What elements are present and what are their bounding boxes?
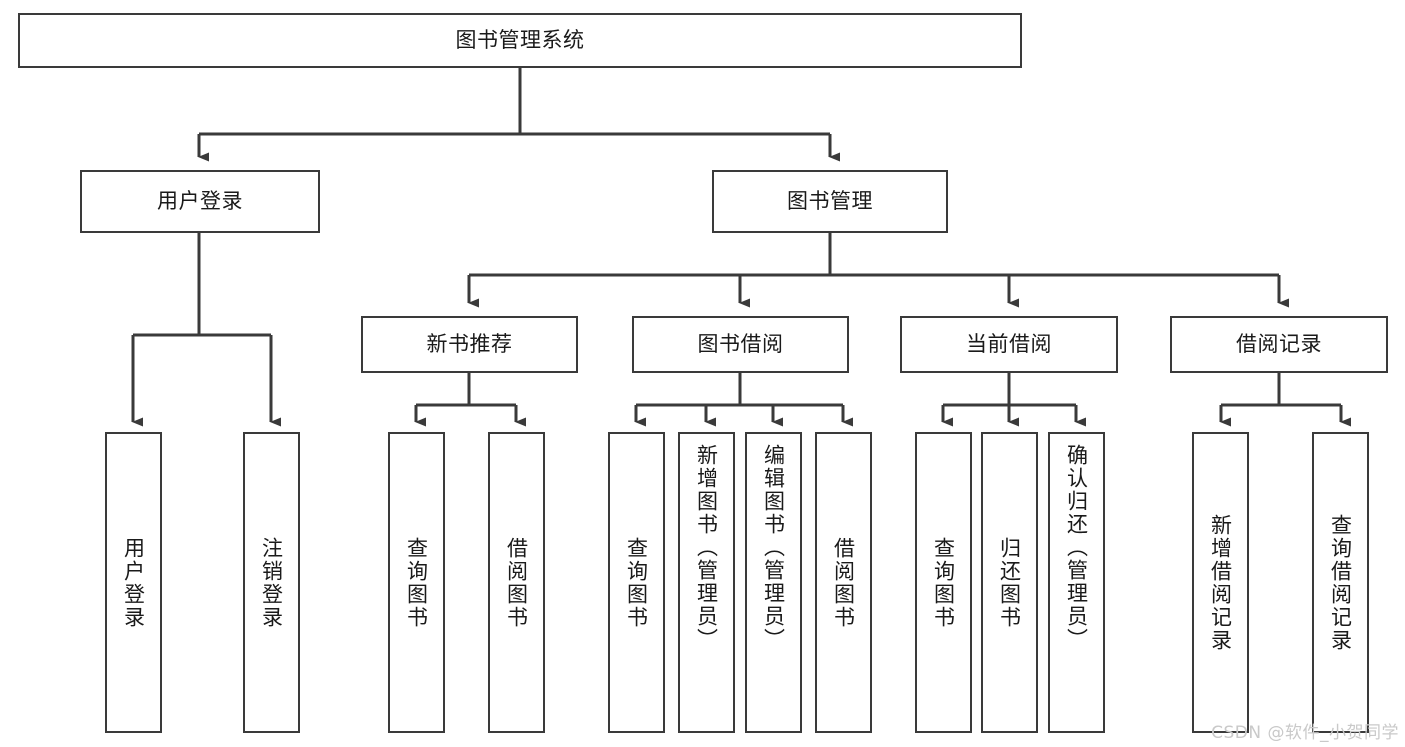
leaf-label: 查询图书 <box>931 536 956 629</box>
node-new-book-recommend-label: 新书推荐 <box>426 331 513 356</box>
leaf-label: 借阅图书 <box>831 536 856 629</box>
leaf-label: 查询图书 <box>624 536 649 629</box>
leaf-label: 借阅图书 <box>504 536 529 629</box>
leaf-current-borrow-confirm[interactable]: 确认归还（管理员） <box>1048 432 1105 733</box>
node-current-borrow[interactable]: 当前借阅 <box>900 316 1118 373</box>
leaf-borrow-record-add[interactable]: 新增借阅记录 <box>1192 432 1249 733</box>
node-book-borrow[interactable]: 图书借阅 <box>632 316 849 373</box>
node-root-label: 图书管理系统 <box>455 27 585 52</box>
node-book-manage-label: 图书管理 <box>787 188 873 213</box>
watermark: CSDN @软件_小贺同学 <box>1211 723 1399 743</box>
node-user-login-label: 用户登录 <box>157 188 243 213</box>
node-new-book-recommend[interactable]: 新书推荐 <box>361 316 578 373</box>
leaf-label: 注销登录 <box>259 536 284 629</box>
node-root[interactable]: 图书管理系统 <box>18 13 1022 68</box>
leaf-book-borrow-query[interactable]: 查询图书 <box>608 432 665 733</box>
leaf-book-borrow-borrow[interactable]: 借阅图书 <box>815 432 872 733</box>
leaf-book-borrow-add[interactable]: 新增图书（管理员） <box>678 432 735 733</box>
leaf-new-book-query[interactable]: 查询图书 <box>388 432 445 733</box>
leaf-label: 新增借阅记录 <box>1208 513 1233 652</box>
leaf-label: 编辑图书（管理员） <box>761 444 786 651</box>
leaf-user-login-login[interactable]: 用户登录 <box>105 432 162 733</box>
leaf-current-borrow-query[interactable]: 查询图书 <box>915 432 972 733</box>
node-borrow-record-label: 借阅记录 <box>1236 331 1322 356</box>
leaf-label: 确认归还（管理员） <box>1064 444 1089 651</box>
leaf-book-borrow-edit[interactable]: 编辑图书（管理员） <box>745 432 802 733</box>
leaf-label: 归还图书 <box>997 536 1022 629</box>
leaf-label: 查询借阅记录 <box>1328 513 1353 652</box>
node-current-borrow-label: 当前借阅 <box>966 331 1052 356</box>
node-borrow-record[interactable]: 借阅记录 <box>1170 316 1388 373</box>
leaf-user-login-logout[interactable]: 注销登录 <box>243 432 300 733</box>
leaf-label: 用户登录 <box>121 536 146 629</box>
leaf-label: 新增图书（管理员） <box>694 444 719 651</box>
leaf-current-borrow-return[interactable]: 归还图书 <box>981 432 1038 733</box>
node-user-login[interactable]: 用户登录 <box>80 170 320 233</box>
leaf-label: 查询图书 <box>404 536 429 629</box>
leaf-borrow-record-query[interactable]: 查询借阅记录 <box>1312 432 1369 733</box>
node-book-borrow-label: 图书借阅 <box>697 331 784 356</box>
node-book-manage[interactable]: 图书管理 <box>712 170 948 233</box>
leaf-new-book-borrow[interactable]: 借阅图书 <box>488 432 545 733</box>
